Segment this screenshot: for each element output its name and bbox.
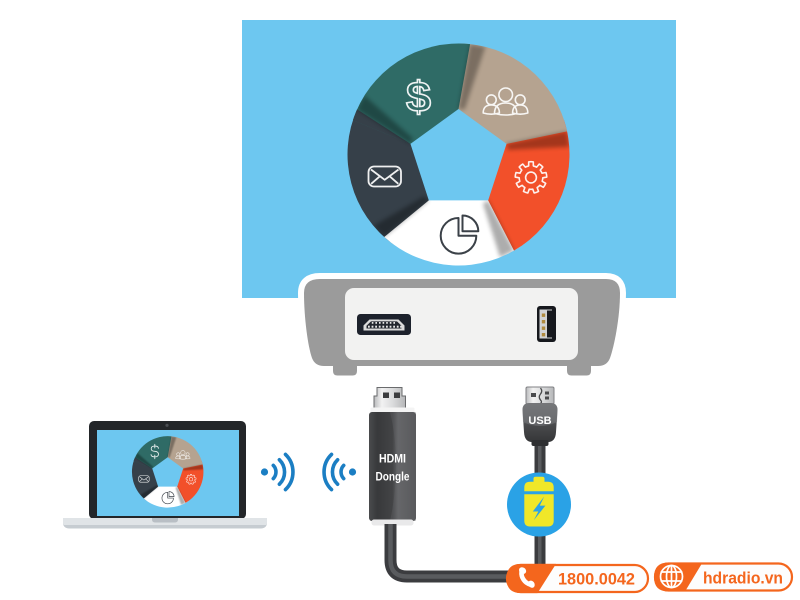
- svg-text:$: $: [406, 74, 431, 122]
- svg-text:hdradio.vn: hdradio.vn: [703, 570, 783, 588]
- svg-text:1800.0042: 1800.0042: [558, 570, 635, 589]
- svg-text:Dongle: Dongle: [376, 470, 410, 484]
- svg-text:USB: USB: [528, 415, 551, 427]
- svg-text:HDMI: HDMI: [379, 452, 406, 466]
